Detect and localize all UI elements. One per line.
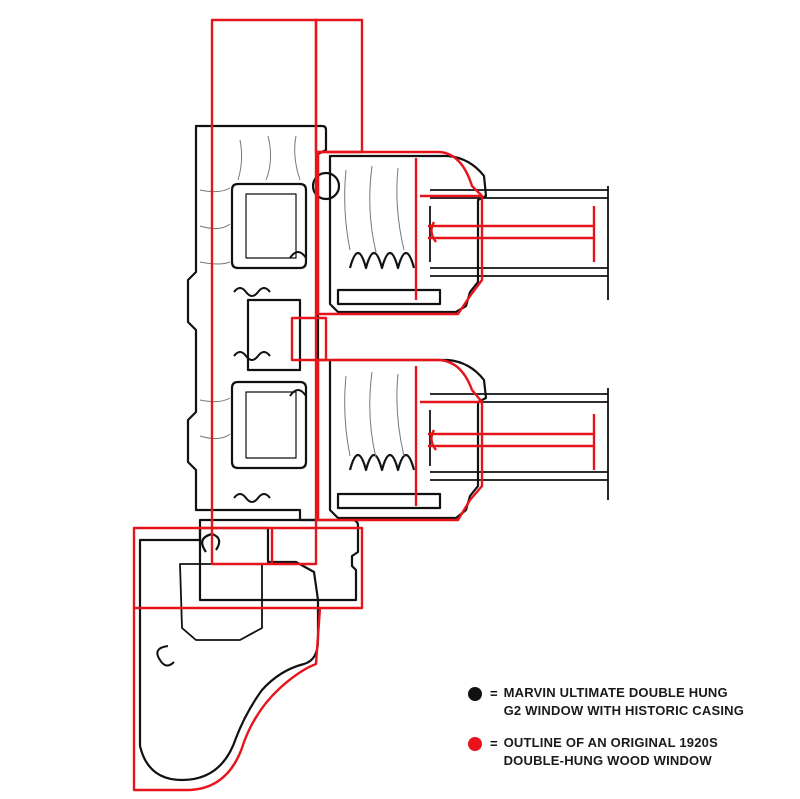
legend-item-marvin: = MARVIN ULTIMATE DOUBLE HUNG G2 WINDOW … — [468, 684, 788, 720]
legend: = MARVIN ULTIMATE DOUBLE HUNG G2 WINDOW … — [468, 684, 788, 770]
sill-clip — [201, 532, 221, 553]
outline-upper-sash-edge — [414, 158, 482, 300]
red-dot-icon — [468, 737, 482, 751]
upper-sash-frame — [328, 154, 488, 314]
outline-upper-glass — [428, 206, 596, 262]
outline-jamb-right — [314, 18, 364, 154]
sill-hook — [156, 645, 175, 667]
legend-line: MARVIN ULTIMATE DOUBLE HUNG — [503, 685, 728, 700]
outline-sill — [132, 526, 364, 610]
weather-strip-clips — [233, 251, 307, 503]
lower-sash-frame — [328, 358, 488, 520]
legend-line: G2 WINDOW WITH HISTORIC CASING — [503, 703, 745, 718]
outline-lower-sash — [316, 358, 484, 522]
bulb-seal — [311, 171, 341, 201]
marvin-profile — [138, 124, 609, 782]
legend-line: OUTLINE OF AN ORIGINAL 1920S — [503, 735, 718, 750]
upper-glass — [429, 186, 609, 300]
lower-cladding-chamber — [230, 380, 308, 470]
sill-nosing — [138, 526, 320, 782]
black-dot-icon — [468, 687, 482, 701]
outline-parting-bead — [290, 316, 328, 362]
outline-lower-sash-edge — [414, 366, 482, 506]
wood-grain — [199, 135, 405, 459]
legend-label: MARVIN ULTIMATE DOUBLE HUNG G2 WINDOW WI… — [504, 684, 744, 720]
outline-upper-sash — [316, 150, 484, 316]
equals-sign: = — [490, 686, 498, 701]
parting-stop — [246, 298, 302, 372]
legend-item-original: = OUTLINE OF AN ORIGINAL 1920S DOUBLE-HU… — [468, 734, 788, 770]
upper-sash-rail — [336, 251, 442, 306]
legend-label: OUTLINE OF AN ORIGINAL 1920S DOUBLE-HUNG… — [504, 734, 718, 770]
outline-jamb-left — [210, 18, 318, 566]
lower-sash-rail — [336, 453, 442, 510]
legend-line: DOUBLE-HUNG WOOD WINDOW — [503, 753, 712, 768]
upper-cladding-chamber — [230, 182, 308, 270]
original-window-outline — [132, 18, 596, 792]
outline-lower-glass — [428, 414, 596, 470]
lower-cladding-inner — [245, 391, 297, 459]
sill-inner-chamber — [179, 563, 263, 641]
lower-glass — [429, 388, 609, 500]
sill-block — [198, 518, 360, 602]
outline-stool — [132, 607, 322, 792]
equals-sign: = — [490, 736, 498, 751]
upper-cladding-inner — [245, 193, 297, 259]
